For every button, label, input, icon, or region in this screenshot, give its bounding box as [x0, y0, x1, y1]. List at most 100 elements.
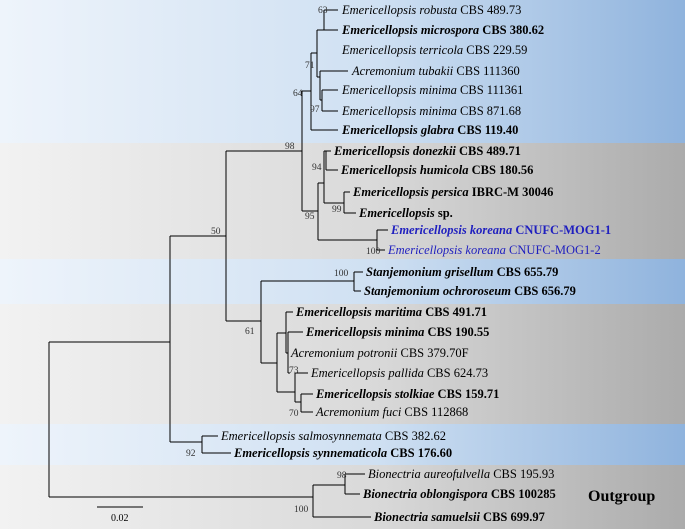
taxon-strain: CBS 489.71	[456, 144, 521, 158]
taxon-label: Emericellopsis koreana CNUFC-MOG1-1	[390, 223, 611, 237]
taxon-strain: CBS 112868	[401, 405, 468, 419]
taxon-labels: Emericellopsis robusta CBS 489.73 Emeric…	[220, 3, 611, 524]
taxon-strain: CBS 380.62	[479, 23, 544, 37]
taxon-species-name: Emericellopsis	[310, 366, 385, 380]
support-value: 71	[305, 61, 315, 71]
taxon-label: Bionectria oblongispora CBS 100285	[362, 487, 556, 501]
taxon-species-name: Emericellopsis	[220, 429, 295, 443]
band-clade-salmosynnemata-blue	[0, 424, 685, 465]
taxon-epithet: aureofulvella	[421, 467, 490, 481]
band-clade-maritima-gray	[0, 304, 685, 424]
taxon-species-name: Emericellopsis	[305, 325, 382, 339]
taxon-strain: CBS 176.60	[387, 446, 452, 460]
taxon-label: Acremonium tubakii CBS 111360	[351, 64, 520, 78]
support-value: 100	[294, 505, 309, 515]
taxon-epithet: robusta	[416, 3, 457, 17]
taxon-species-name: Emericellopsis	[295, 305, 372, 319]
taxon-strain: CBS 656.79	[511, 284, 576, 298]
taxon-label: Emericellopsis pallida CBS 624.73	[310, 366, 488, 380]
taxon-strain: CBS 871.68	[457, 104, 521, 118]
support-value: 100	[334, 269, 349, 279]
band-clade-koreana-gray	[0, 143, 685, 259]
taxon-strain: CBS 119.40	[454, 123, 518, 137]
taxon-epithet: samuelsii	[428, 510, 480, 524]
taxon-epithet: synnematicola	[310, 446, 387, 460]
taxon-label: Acremonium potronii CBS 379.70F	[290, 346, 469, 360]
taxon-label: Stanjemonium grisellum CBS 655.79	[366, 265, 558, 279]
taxon-strain: CBS 229.59	[463, 43, 527, 57]
support-value: 63	[318, 6, 328, 16]
taxon-epithet: terricola	[416, 43, 463, 57]
taxon-label: Stanjemonium ochroroseum CBS 656.79	[364, 284, 576, 298]
taxon-label: Emericellopsis stolkiae CBS 159.71	[315, 387, 499, 401]
taxon-species-name: Emericellopsis	[341, 3, 416, 17]
taxon-strain: CBS 159.71	[434, 387, 499, 401]
taxon-species-name: Bionectria	[362, 487, 417, 501]
taxon-species-name: Emericellopsis	[387, 243, 462, 257]
taxon-species-name: Bionectria	[373, 510, 428, 524]
taxon-strain: CBS 100285	[488, 487, 556, 501]
taxon-strain: CBS 624.73	[424, 366, 488, 380]
taxon-strain: sp.	[435, 206, 453, 220]
taxon-species-name: Emericellopsis	[340, 163, 417, 177]
support-value: 73	[289, 366, 299, 376]
taxon-strain: CBS 491.71	[422, 305, 487, 319]
support-value: 99	[332, 205, 342, 215]
support-value: 95	[305, 212, 315, 222]
taxon-species-name: Acremonium	[351, 64, 415, 78]
taxon-strain: CBS 190.55	[424, 325, 489, 339]
taxon-epithet: stolkiae	[392, 387, 435, 401]
taxon-label: Emericellopsis salmosynnemata CBS 382.62	[220, 429, 446, 443]
scale-bar-label: 0.02	[111, 513, 129, 524]
taxon-epithet: pallida	[385, 366, 424, 380]
taxon-strain: CBS 699.97	[480, 510, 545, 524]
taxon-species-name: Emericellopsis	[315, 387, 392, 401]
taxon-label: Emericellopsis humicola CBS 180.56	[340, 163, 533, 177]
taxon-epithet: maritima	[372, 305, 422, 319]
outgroup-label: Outgroup	[588, 488, 655, 505]
taxon-epithet: tubakii	[415, 64, 453, 78]
taxon-strain: IBRC-M 30046	[469, 185, 554, 199]
taxon-species-name: Emericellopsis	[352, 185, 429, 199]
taxon-label: Emericellopsis microspora CBS 380.62	[341, 23, 544, 37]
taxon-label: Emericellopsis minima CBS 111361	[341, 83, 523, 97]
taxon-species-name: Emericellopsis	[341, 83, 416, 97]
taxon-epithet: oblongispora	[417, 487, 488, 501]
taxon-label: Acremonium fuci CBS 112868	[315, 405, 468, 419]
taxon-strain: CBS 195.93	[490, 467, 554, 481]
support-value: 61	[245, 327, 255, 337]
taxon-epithet: minima	[416, 83, 457, 97]
taxon-epithet: donezkii	[410, 144, 457, 158]
support-value: 100	[366, 247, 381, 257]
support-value: 70	[289, 409, 299, 419]
taxon-epithet: grisellum	[442, 265, 494, 279]
taxon-epithet: fuci	[379, 405, 401, 419]
taxon-species-name: Emericellopsis	[341, 104, 416, 118]
taxon-label: Emericellopsis koreana CNUFC-MOG1-2	[387, 243, 601, 257]
taxon-species-name: Emericellopsis	[341, 23, 418, 37]
taxon-strain: CBS 655.79	[493, 265, 558, 279]
support-value: 64	[293, 89, 303, 99]
taxon-epithet: glabra	[418, 123, 454, 137]
taxon-label: Emericellopsis minima CBS 190.55	[305, 325, 489, 339]
taxon-label: Emericellopsis terricola CBS 229.59	[341, 43, 527, 57]
taxon-species-name: Emericellopsis	[341, 123, 418, 137]
taxon-epithet: ochroroseum	[440, 284, 511, 298]
taxon-species-name: Emericellopsis	[341, 43, 416, 57]
support-value: 98	[285, 142, 295, 152]
taxon-species-name: Stanjemonium	[366, 265, 442, 279]
taxon-epithet: minima	[416, 104, 457, 118]
taxon-strain: CBS 489.73	[457, 3, 521, 17]
taxon-epithet: koreana	[467, 223, 513, 237]
taxon-label: Emericellopsis sp.	[358, 206, 453, 220]
taxon-strain: CNUFC-MOG1-1	[512, 223, 611, 237]
taxon-species-name: Emericellopsis	[233, 446, 310, 460]
taxon-label: Bionectria samuelsii CBS 699.97	[373, 510, 545, 524]
taxon-species-name: Emericellopsis	[390, 223, 467, 237]
scale-bar: 0.02	[97, 506, 143, 524]
taxon-label: Emericellopsis synnematicola CBS 176.60	[233, 446, 452, 460]
taxon-strain: CBS 379.70F	[397, 346, 468, 360]
support-value: 92	[186, 449, 196, 459]
